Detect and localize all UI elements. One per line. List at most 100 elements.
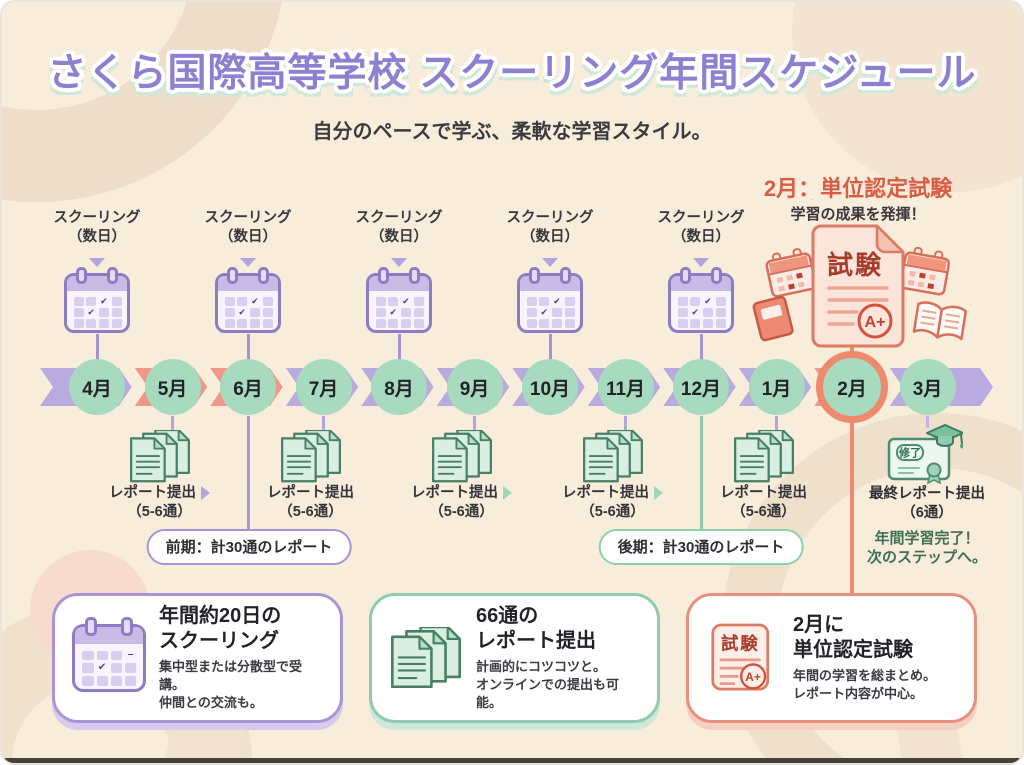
check-mark: ✔ xyxy=(540,307,548,318)
connector-line xyxy=(548,334,552,370)
exam-paper-label: 試験 xyxy=(721,634,759,654)
calendar-grid: ✔✔ xyxy=(375,296,424,328)
card-title-line2: レポート提出 xyxy=(476,630,596,652)
schooling-label-line1: スクーリング xyxy=(355,210,443,226)
check-mark: ✔ xyxy=(389,307,397,318)
calendar-cell xyxy=(715,319,726,328)
calendar-cell xyxy=(224,319,235,328)
check-mark: ✔ xyxy=(251,296,259,306)
timeline-month-node: 6月 xyxy=(220,359,276,415)
connector-line xyxy=(95,334,99,370)
report-label-line2: （5-6通） xyxy=(278,504,343,520)
calendar-cell xyxy=(400,319,411,328)
report-label: レポート提出（5-6通） xyxy=(367,484,557,522)
calendar-cell xyxy=(262,297,273,306)
card-desc-line1: 年間の学習を総まとめ。 xyxy=(793,668,937,683)
calendar-ring xyxy=(378,267,389,284)
check-mark: ✔ xyxy=(97,662,107,674)
schooling-label: スクーリング（数日） xyxy=(475,209,625,247)
report-documents-icon xyxy=(430,428,494,489)
connector-line xyxy=(624,416,627,431)
check-mark: ✔ xyxy=(87,307,95,318)
calendar-grid: ✔✔ xyxy=(526,296,575,328)
schooling-label-line2: （数日） xyxy=(219,229,277,245)
summary-card-schooling: –✔ 年間約20日の スクーリング 集中型または分散型で受講。 仲間との交流も。 xyxy=(52,593,343,723)
month-label: 4月 xyxy=(82,378,112,400)
card-desc: 計画的にコツコツと。 オンラインでの提出も可能。 xyxy=(476,658,643,712)
check-mark: ✔ xyxy=(553,296,561,306)
calendar-cell xyxy=(73,297,84,306)
schooling-label-line2: （数日） xyxy=(370,229,428,245)
calendar-cell xyxy=(249,308,260,317)
calendar-cell xyxy=(237,297,248,306)
mini-calendar-icon xyxy=(899,246,951,296)
calendar-cell xyxy=(677,319,688,328)
calendar-cell xyxy=(388,319,399,328)
exam-illustration: 試験 A+ xyxy=(741,224,975,353)
schooling-label-line1: スクーリング xyxy=(53,210,141,226)
exam-paper-icon: 試験 A+ xyxy=(811,224,905,348)
calendar-cell xyxy=(98,319,109,328)
calendar-cell xyxy=(111,319,122,328)
calendar-cell xyxy=(413,297,424,306)
report-documents-icon xyxy=(128,428,192,489)
report-label-line1: レポート提出 xyxy=(267,485,354,501)
term-connector-line xyxy=(246,416,250,532)
report-label: レポート提出（5-6通） xyxy=(669,484,859,522)
arrow-down-icon xyxy=(89,258,105,267)
calendar-ring xyxy=(529,267,540,284)
calendar-icon: ✔✔ xyxy=(64,267,130,333)
calendar-cell xyxy=(98,308,109,317)
connector-line xyxy=(246,334,250,370)
calendar-icon: –✔ xyxy=(72,617,146,692)
card-desc-line1: 集中型または分散型で受講。 xyxy=(159,659,303,692)
calendar-cell xyxy=(73,308,84,317)
calendar-cell xyxy=(677,297,688,306)
calendar-ring xyxy=(120,617,133,637)
report-label-line2: （5-6通） xyxy=(127,504,192,520)
calendar-ring xyxy=(76,267,87,284)
calendar-icon: ✔✔ xyxy=(366,267,432,333)
schooling-label: スクーリング（数日） xyxy=(626,209,776,247)
connector-line xyxy=(473,416,476,431)
timeline-month-node: 5月 xyxy=(144,359,201,415)
calendar-cell xyxy=(526,297,537,306)
report-label-line1: レポート提出 xyxy=(109,485,196,501)
exam-grade: A+ xyxy=(865,314,886,331)
card-title: 2月に 単位認定試験 xyxy=(793,613,936,663)
completion-line2: 次のステップへ。 xyxy=(866,549,987,566)
calendar-icon: ✔✔ xyxy=(668,267,734,333)
arrow-down-icon xyxy=(693,258,709,267)
schooling-label-line2: （数日） xyxy=(672,229,730,245)
check-mark: ✔ xyxy=(691,307,699,318)
summary-card-exam: 試験 A+ 2月に 単位認定試験 年間の学習を総まとめ。 レポート内容が中心。 xyxy=(686,593,977,723)
schooling-label: スクーリング （数日） xyxy=(324,209,474,247)
certificate-label: 修了 xyxy=(898,446,921,460)
timeline-month-node: 1月 xyxy=(748,359,805,415)
month-label: 3月 xyxy=(912,378,943,400)
timeline-month-node: 10月 xyxy=(522,359,578,415)
connector-line xyxy=(171,416,174,431)
report-label-line2: （5-6通） xyxy=(429,504,494,520)
card-desc-line1: 計画的にコツコツと。 xyxy=(476,659,607,674)
month-label: 9月 xyxy=(459,378,490,400)
exam-grade: A+ xyxy=(745,670,761,684)
calendar-cell xyxy=(82,675,94,686)
report-label: レポート提出（5-6通） xyxy=(518,484,708,522)
calendar-ring xyxy=(258,267,269,284)
check-mark: ✔ xyxy=(402,296,410,306)
calendar-grid: ✔✔ xyxy=(677,297,726,328)
month-label: 11月 xyxy=(605,378,646,400)
calendar-ring xyxy=(107,267,118,284)
card-desc: 集中型または分散型で受講。 仲間との交流も。 xyxy=(159,658,326,712)
calendar-cell xyxy=(702,308,713,317)
calendar-cell xyxy=(413,319,424,328)
summary-card-reports: 66通の レポート提出 計画的にコツコツと。 オンラインでの提出も可能。 xyxy=(369,593,660,723)
connector-line xyxy=(775,416,778,431)
calendar-icon-wrap: ✔✔ xyxy=(668,267,734,333)
calendar-ring xyxy=(227,267,238,284)
calendar-cell xyxy=(702,319,713,328)
calendar-icon-wrap: ✔✔ xyxy=(215,267,281,333)
calendar-cell xyxy=(551,308,562,317)
calendar-cell xyxy=(526,319,537,328)
